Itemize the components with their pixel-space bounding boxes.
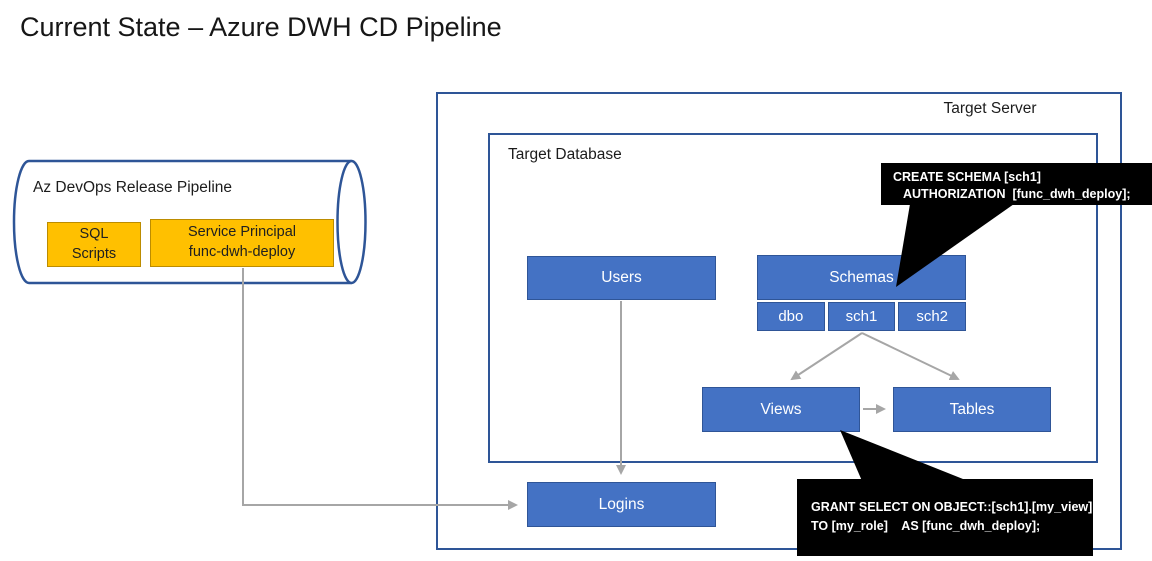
sql-scripts-line2: Scripts [71,245,117,262]
schema-sch1-label: sch1 [845,308,878,325]
create-schema-callout: CREATE SCHEMA [sch1] AUTHORIZATION [func… [881,163,1152,205]
pipeline-label: Az DevOps Release Pipeline [33,179,233,196]
users-label: Users [601,269,642,286]
page-title: Current State – Azure DWH CD Pipeline [20,12,502,42]
schema-cell-sch1: sch1 [827,302,896,331]
grant-select-line2: TO [my_role] AS [func_dwh_deploy]; [811,519,1041,533]
grant-select-callout: GRANT SELECT ON OBJECT::[sch1].[my_view]… [797,479,1093,556]
schema-items-row: dbo sch1 sch2 [757,302,967,331]
schema-sch2-label: sch2 [916,308,949,325]
sql-scripts-box: SQL Scripts [47,222,141,267]
create-schema-line1: CREATE SCHEMA [sch1] [893,170,1041,184]
schemas-box: Schemas [757,255,966,300]
schema-cell-dbo: dbo [757,302,825,331]
tables-label: Tables [949,400,995,418]
cylinder-end-cap [336,159,367,285]
schemas-label: Schemas [829,268,894,286]
views-box: Views [702,387,860,432]
sql-scripts-line1: SQL [79,225,109,242]
service-principal-box: Service Principal func-dwh-deploy [150,219,334,267]
schema-dbo-label: dbo [778,308,804,325]
target-database-label: Target Database [508,146,622,163]
tables-box: Tables [893,387,1051,432]
service-principal-line1: Service Principal [188,224,296,241]
create-schema-line2: AUTHORIZATION [func_dwh_deploy]; [903,187,1131,201]
target-server-label: Target Server [943,100,1037,117]
logins-box: Logins [527,482,716,527]
service-principal-line2: func-dwh-deploy [188,244,296,260]
logins-label: Logins [598,495,645,513]
grant-select-line1: GRANT SELECT ON OBJECT::[sch1].[my_view] [811,500,1093,514]
schema-cell-sch2: sch2 [898,302,967,331]
views-label: Views [760,400,802,418]
users-box: Users [527,256,716,300]
